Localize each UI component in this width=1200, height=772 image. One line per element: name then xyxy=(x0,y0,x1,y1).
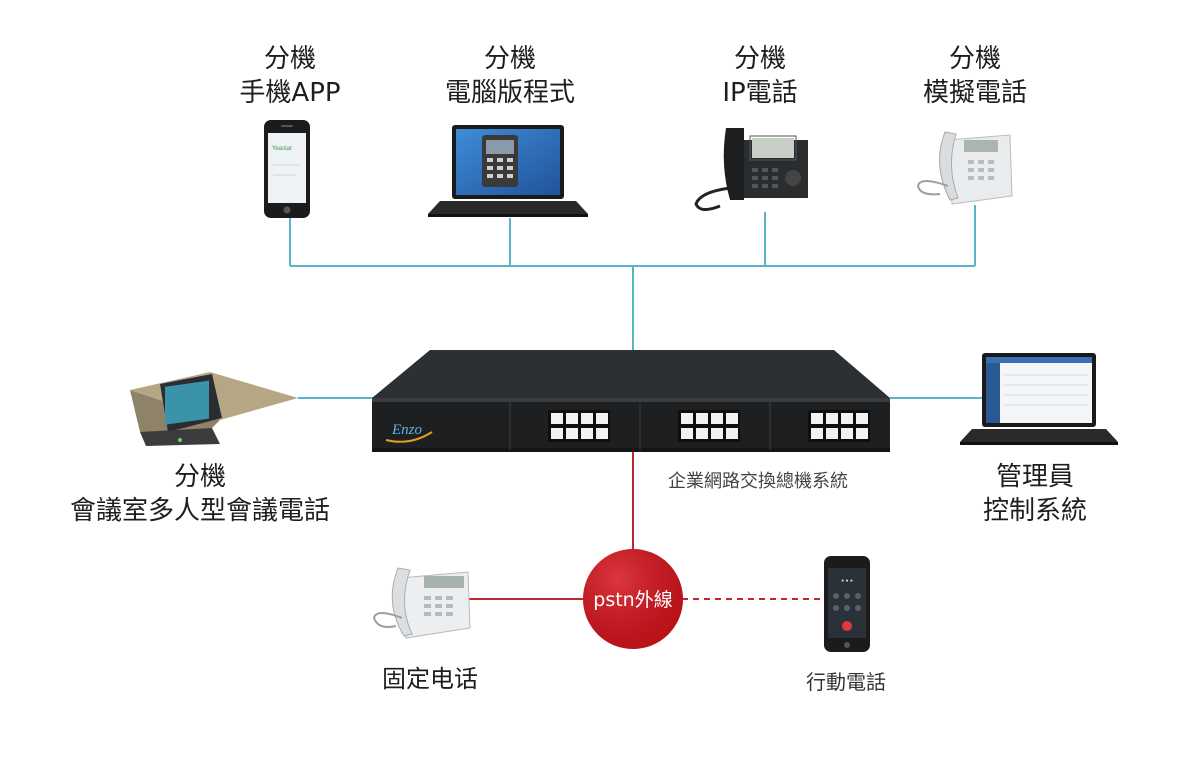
pbx-brand: Enzo xyxy=(391,422,423,438)
port-group-3 xyxy=(808,410,870,442)
label-pc-softphone-line2: 電腦版程式 xyxy=(444,78,575,108)
label-admin-line1: 管理員 xyxy=(995,462,1074,492)
mobile-phone-icon: ● ● ● xyxy=(824,556,870,652)
svg-text:● ● ●: ● ● ● xyxy=(841,578,853,584)
pstn-links xyxy=(462,452,822,600)
conference-phone-icon xyxy=(130,372,298,446)
label-pc-softphone: 分機 電腦版程式 xyxy=(410,42,610,110)
lan-links xyxy=(289,205,985,399)
label-mobile-app-line1: 分機 xyxy=(263,44,316,74)
label-analog-phone: 分機 模擬電話 xyxy=(895,42,1055,110)
laptop-softphone-icon xyxy=(428,125,588,217)
label-mobile-app: 分機 手機APP xyxy=(200,42,380,110)
pstn-label: pstn外線 xyxy=(593,589,672,611)
label-conference-phone-line2: 會議室多人型會議電話 xyxy=(69,496,330,526)
smartphone-icon: Yeastar xyxy=(264,120,310,218)
app-brand: Yeastar xyxy=(272,146,292,152)
pstn-node: pstn外線 xyxy=(583,549,683,649)
port-group-1 xyxy=(548,410,610,442)
pbx-caption: 企業網路交換總機系統 xyxy=(668,471,848,492)
ip-phone-icon xyxy=(694,128,808,211)
label-conference-phone: 分機 會議室多人型會議電話 xyxy=(40,460,360,528)
label-ip-phone-line2: IP電話 xyxy=(722,78,798,108)
mobile-label: 行動電話 xyxy=(806,670,886,694)
landline-label: 固定电话 xyxy=(382,665,478,693)
label-analog-phone-line2: 模擬電話 xyxy=(922,78,1027,108)
landline-phone-icon xyxy=(372,567,471,639)
label-analog-phone-line1: 分機 xyxy=(948,44,1001,74)
label-mobile-app-line2: 手機APP xyxy=(239,78,341,108)
analog-phone-icon xyxy=(916,131,1013,205)
label-ip-phone-line1: 分機 xyxy=(733,44,786,74)
port-group-2 xyxy=(678,410,740,442)
label-ip-phone: 分機 IP電話 xyxy=(680,42,840,110)
label-admin: 管理員 控制系統 xyxy=(955,460,1115,528)
label-admin-line2: 控制系統 xyxy=(982,496,1087,526)
admin-laptop-icon xyxy=(960,353,1118,445)
label-pc-softphone-line1: 分機 xyxy=(483,44,536,74)
pbx-switch-icon: Enzo xyxy=(372,350,890,452)
label-conference-phone-line1: 分機 xyxy=(173,462,226,492)
